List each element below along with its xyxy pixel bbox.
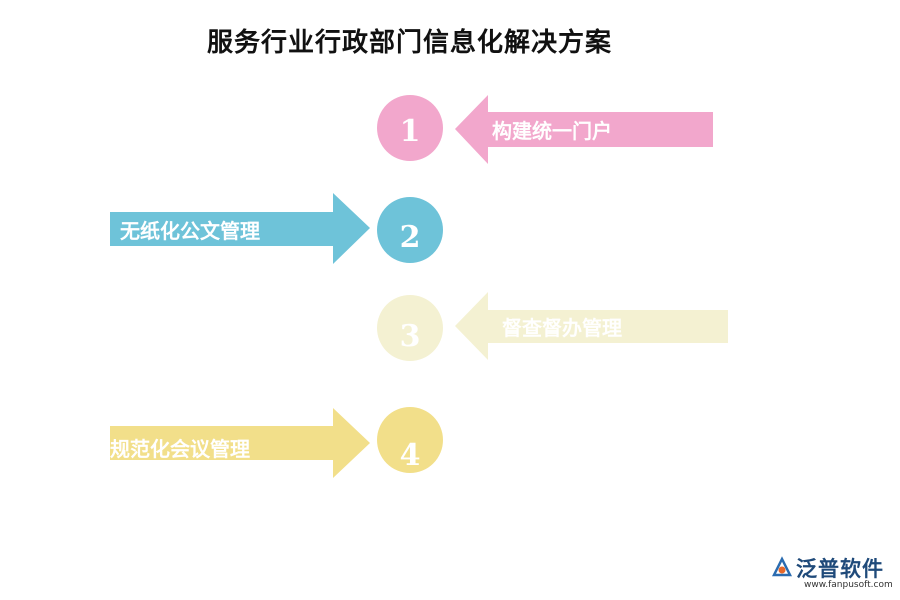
step-3: 督查督办管理 3 [377,292,728,361]
brand-logo: 泛普软件 www.fanpusoft.com [770,553,895,593]
step-1: 构建统一门户 1 [377,95,713,164]
step-2-circle [377,197,443,263]
step-4-number: 4 [400,438,421,473]
step-3-number: 3 [400,319,421,354]
step-1-label: 构建统一门户 [492,119,612,143]
step-1-arrow [455,95,713,164]
step-1-circle [377,95,443,161]
step-4-arrow [110,408,370,478]
step-2-arrow [110,193,370,264]
logo-url: www.fanpusoft.com [804,580,893,590]
page-title: 服务行业行政部门信息化解决方案 [207,28,613,58]
logo-name: 泛普软件 [796,557,884,581]
step-1-number: 1 [400,114,421,149]
step-3-circle [377,295,443,361]
step-2: 无纸化公文管理 2 [110,193,443,264]
step-2-label: 无纸化公文管理 [120,219,260,243]
step-2-number: 2 [400,220,421,255]
step-3-label: 督查督办管理 [502,316,622,340]
step-4: 规范化会议管理 4 [110,407,443,478]
fanpu-logo-icon [771,556,793,577]
step-4-label: 规范化会议管理 [110,437,250,461]
step-3-arrow [455,292,728,360]
step-4-circle [377,407,443,473]
